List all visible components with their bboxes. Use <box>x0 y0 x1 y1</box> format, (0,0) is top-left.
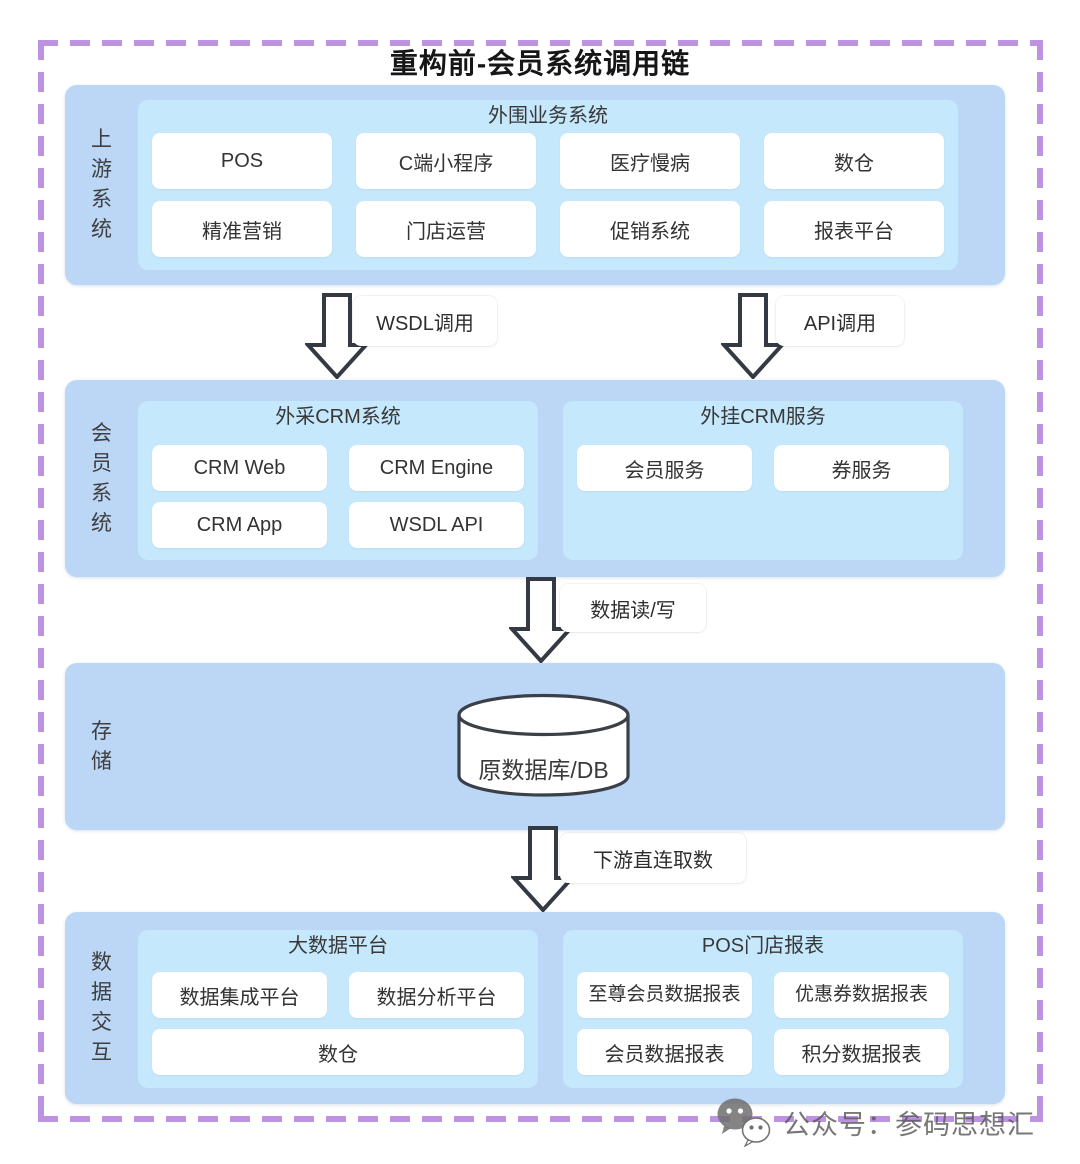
node-data-warehouse: 数仓 <box>764 133 944 189</box>
section-label-storage: 存储 <box>90 719 112 773</box>
container-peripheral-business: 外围业务系统 POS C端小程序 医疗慢病 数仓 精准营销 门店运营 促销系统 … <box>138 100 958 270</box>
database-label: 原数据库/DB <box>478 757 609 783</box>
database-cylinder-icon: 原数据库/DB <box>457 693 630 798</box>
container-title: 外采CRM系统 <box>275 406 401 428</box>
box-grid: 会员服务 券服务 <box>577 445 949 491</box>
section-storage: 存储 原数据库/DB <box>65 663 1005 830</box>
node-crm-engine: CRM Engine <box>349 445 524 491</box>
arrow-label-read-write: 数据读/写 <box>560 584 706 632</box>
container-plugin-crm: 外挂CRM服务 会员服务 券服务 <box>563 401 963 560</box>
node-wsdl-api: WSDL API <box>349 502 524 548</box>
section-data-exchange: 数据交互 大数据平台 数据集成平台 数据分析平台 数仓 POS门店报表 至尊会员… <box>65 912 1005 1104</box>
node-c-miniprogram: C端小程序 <box>356 133 536 189</box>
node-pos: POS <box>152 133 332 189</box>
box-grid: POS C端小程序 医疗慢病 数仓 精准营销 门店运营 促销系统 报表平台 <box>152 133 944 257</box>
page-title: 重构前-会员系统调用链 <box>389 48 691 79</box>
container-title: 外挂CRM服务 <box>700 406 826 428</box>
node-crm-app: CRM App <box>152 502 327 548</box>
node-medical-chronic: 医疗慢病 <box>560 133 740 189</box>
down-arrow-icon <box>511 826 575 912</box>
container-purchased-crm: 外采CRM系统 CRM Web CRM Engine CRM App WSDL … <box>138 401 538 560</box>
section-label-member: 会员系统 <box>90 421 112 535</box>
section-member-system: 会员系统 外采CRM系统 CRM Web CRM Engine CRM App … <box>65 380 1005 577</box>
node-report-platform: 报表平台 <box>764 201 944 257</box>
down-arrow-icon <box>305 293 369 379</box>
watermark-text: 公众号：参码思想汇 <box>783 1109 1035 1140</box>
section-upstream: 上游系统 外围业务系统 POS C端小程序 医疗慢病 数仓 精准营销 门店运营 … <box>65 85 1005 285</box>
box-grid: CRM Web CRM Engine CRM App WSDL API <box>152 445 524 548</box>
container-title: 大数据平台 <box>288 935 388 957</box>
node-data-warehouse: 数仓 <box>152 1029 524 1075</box>
arrow-label-api: API调用 <box>776 296 904 346</box>
box-grid: 至尊会员数据报表 优惠券数据报表 会员数据报表 积分数据报表 <box>577 972 949 1075</box>
node-store-operation: 门店运营 <box>356 201 536 257</box>
arrow-label-wsdl: WSDL调用 <box>353 296 497 346</box>
node-coupon-data-report: 优惠券数据报表 <box>774 972 949 1018</box>
box-grid: 数据集成平台 数据分析平台 数仓 <box>152 972 524 1075</box>
section-label-upstream: 上游系统 <box>90 128 112 241</box>
node-supreme-member-report: 至尊会员数据报表 <box>577 972 752 1018</box>
node-member-data-report: 会员数据报表 <box>577 1029 752 1075</box>
node-member-service: 会员服务 <box>577 445 752 491</box>
node-points-data-report: 积分数据报表 <box>774 1029 949 1075</box>
container-title: 外围业务系统 <box>488 105 608 127</box>
node-data-integration-platform: 数据集成平台 <box>152 972 327 1018</box>
container-title: POS门店报表 <box>701 935 825 957</box>
section-label-data-exchange: 数据交互 <box>90 951 112 1064</box>
node-crm-web: CRM Web <box>152 445 327 491</box>
watermark: 公众号：参码思想汇 <box>712 1096 1035 1148</box>
node-precision-marketing: 精准营销 <box>152 201 332 257</box>
container-pos-store-reports: POS门店报表 至尊会员数据报表 优惠券数据报表 会员数据报表 积分数据报表 <box>563 930 963 1088</box>
arrow-label-downstream-fetch: 下游直连取数 <box>560 833 746 883</box>
node-data-analysis-platform: 数据分析平台 <box>349 972 524 1018</box>
down-arrow-icon <box>509 577 573 663</box>
container-bigdata-platform: 大数据平台 数据集成平台 数据分析平台 数仓 <box>138 930 538 1088</box>
wechat-icon <box>717 1098 771 1148</box>
node-coupon-service: 券服务 <box>774 445 949 491</box>
down-arrow-icon <box>721 293 785 379</box>
node-promotion-system: 促销系统 <box>560 201 740 257</box>
